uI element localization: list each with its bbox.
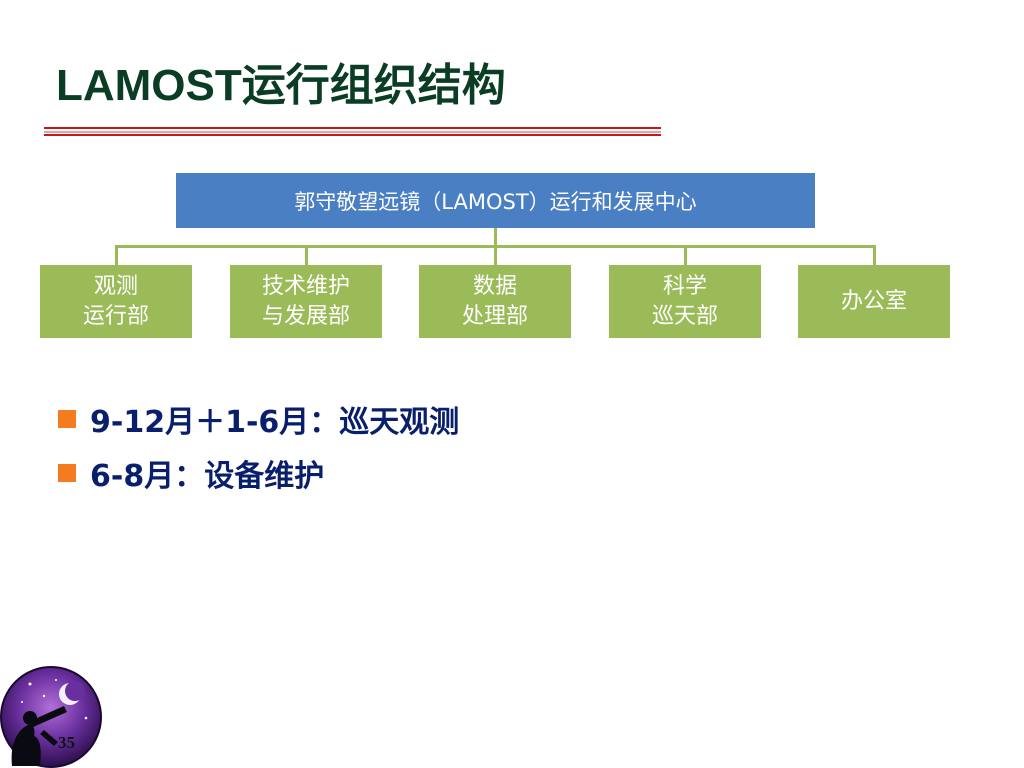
connector-bar xyxy=(116,245,876,248)
title-underline-rule xyxy=(44,127,661,137)
org-unit-label-line2: 处理部 xyxy=(461,303,528,329)
bullet-item: 9-12月＋1-6月：巡天观测 xyxy=(58,392,459,446)
org-unit-observation: 观测 运行部 xyxy=(40,265,192,338)
bullet-text: 6-8月：设备维护 xyxy=(90,459,325,494)
connector-drop xyxy=(115,245,118,265)
org-unit-label-line1: 科学 xyxy=(662,273,707,299)
rule-line xyxy=(44,131,661,133)
rule-line xyxy=(44,134,661,136)
org-unit-label-line1: 办公室 xyxy=(840,288,907,314)
connector-drop xyxy=(494,245,497,265)
org-chart: 郭守敬望远镜（LAMOST）运行和发展中心 观测 运行部 技术维护 与发展部 数… xyxy=(0,0,1024,380)
telescope-observer-icon xyxy=(0,666,102,768)
page-number: 35 xyxy=(58,733,75,752)
org-unit-label-line1: 观测 xyxy=(93,273,138,299)
connector-drop xyxy=(873,245,876,265)
org-unit-tech-maintenance: 技术维护 与发展部 xyxy=(230,265,382,338)
connector-trunk xyxy=(494,228,497,246)
connector-drop xyxy=(305,245,308,265)
org-unit-office: 办公室 xyxy=(798,265,950,338)
org-unit-data-processing: 数据 处理部 xyxy=(419,265,571,338)
org-unit-label-line1: 数据 xyxy=(472,273,517,299)
org-unit-label-line2: 运行部 xyxy=(82,303,149,329)
square-bullet-icon xyxy=(58,464,76,482)
square-bullet-icon xyxy=(58,410,76,428)
bullet-list: 9-12月＋1-6月：巡天观测 6-8月：设备维护 xyxy=(58,392,459,500)
bullet-item: 6-8月：设备维护 xyxy=(58,446,459,500)
bullet-text: 9-12月＋1-6月：巡天观测 xyxy=(90,405,460,440)
org-unit-label-line2: 与发展部 xyxy=(261,303,350,329)
rule-line xyxy=(44,127,661,129)
org-root-box: 郭守敬望远镜（LAMOST）运行和发展中心 xyxy=(176,173,815,228)
slide-title: LAMOST运行组织结构 xyxy=(56,61,506,110)
connector-drop xyxy=(684,245,687,265)
org-unit-science-survey: 科学 巡天部 xyxy=(609,265,761,338)
org-unit-label-line1: 技术维护 xyxy=(261,273,350,299)
org-unit-label-line2: 巡天部 xyxy=(651,303,718,329)
